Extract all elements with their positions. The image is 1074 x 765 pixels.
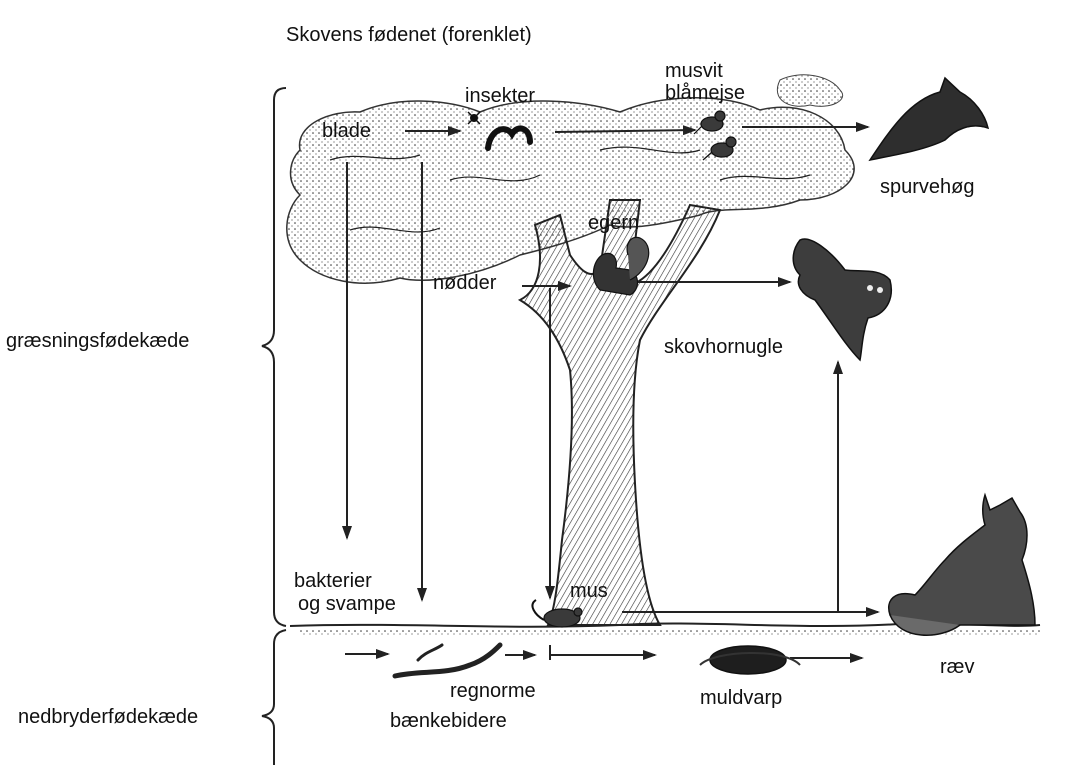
decomposer-chain-label: nedbryderfødekæde [18, 706, 198, 729]
owl-icon [793, 239, 891, 360]
fox-icon [889, 495, 1035, 635]
mole-icon [700, 646, 800, 674]
label-skovhornugle: skovhornugle [664, 336, 783, 358]
label-musvit: musvit [665, 60, 723, 82]
label-regnorme: regnorme [450, 680, 536, 702]
leaf-canopy [287, 75, 854, 283]
hawk-icon [870, 78, 988, 160]
label-bakterier: bakterier [294, 570, 372, 592]
grazing-brace [262, 88, 286, 626]
label-raev: ræv [940, 656, 974, 678]
label-insekter: insekter [465, 85, 535, 107]
label-blade: blade [322, 120, 371, 142]
diagram-title: Skovens fødenet (forenklet) [286, 24, 532, 46]
label-baenkebidere: bænkebidere [390, 710, 507, 732]
label-blamejse: blåmejse [665, 82, 745, 104]
label-spurvehog: spurvehøg [880, 176, 975, 198]
label-muldvarp: muldvarp [700, 687, 782, 709]
label-og-svampe: og svampe [298, 593, 396, 615]
label-nodder: nødder [433, 272, 496, 294]
grazing-chain-label: græsningsfødekæde [6, 330, 189, 353]
earthworm-icon [395, 645, 500, 676]
decomposer-brace [262, 630, 286, 765]
label-mus: mus [570, 580, 608, 602]
label-egern: egern [588, 212, 639, 234]
